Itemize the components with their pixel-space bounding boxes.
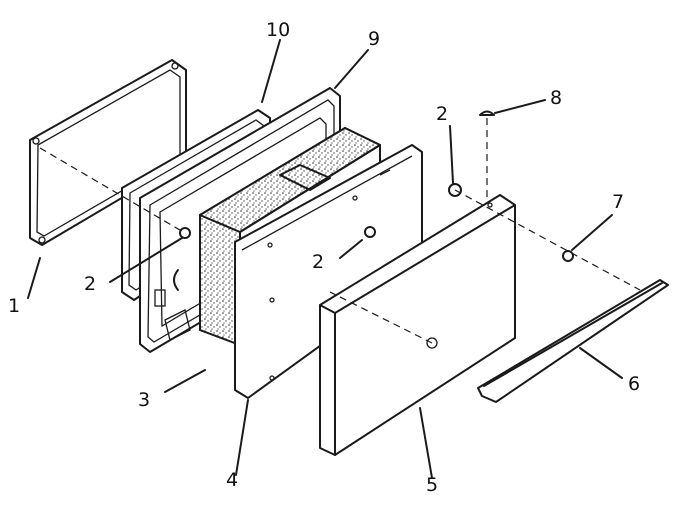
callout-10: 10: [266, 19, 290, 41]
callout-8: 8: [550, 87, 562, 109]
callout-7: 7: [612, 191, 624, 213]
part-5-outer-panel: [319, 194, 516, 456]
callout-6: 6: [628, 373, 640, 395]
callout-5: 5: [426, 474, 438, 496]
callout-2b: 2: [312, 251, 324, 273]
leader-lines: [27, 39, 623, 479]
alignment-lines: [39, 118, 641, 344]
part-6-handle-strip: [477, 279, 669, 403]
part-8-screw: [479, 110, 495, 116]
part-2-screw-b: [364, 226, 376, 238]
callout-3: 3: [138, 389, 150, 411]
callout-2c: 2: [436, 103, 448, 125]
callout-2a: 2: [84, 273, 96, 295]
callout-9: 9: [368, 28, 380, 50]
callout-labels: 1 2 2 2 3 4 5 6 7 8 9 10: [8, 19, 640, 496]
callout-1: 1: [8, 295, 20, 317]
callout-4: 4: [226, 469, 238, 491]
part-7-nut: [562, 250, 574, 262]
